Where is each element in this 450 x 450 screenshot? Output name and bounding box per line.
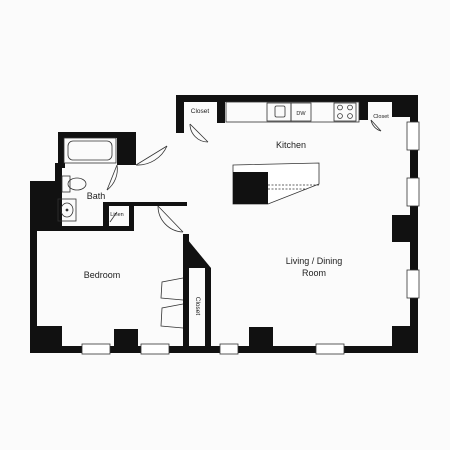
wall-linen-right [129, 202, 134, 231]
door-closet-bifold-lower [160, 303, 184, 329]
dishwasher [290, 102, 312, 122]
wall-bath-bedroom-divider [103, 202, 187, 206]
wall-bedroom-top [37, 226, 134, 231]
door-arc [157, 205, 184, 233]
window-bottom-2 [140, 343, 170, 355]
kitchen-counter [225, 101, 360, 123]
vanity [57, 198, 77, 222]
door-closet-bifold-upper [160, 277, 184, 301]
window-right-3 [406, 269, 420, 299]
door-arc [189, 123, 209, 143]
wall-bedroom-right [183, 234, 189, 346]
wall-bath-upper-left [58, 132, 64, 168]
right-closet-label: Closet [373, 114, 389, 120]
bedroom-label: Bedroom [84, 270, 121, 280]
wall-kitchen-closet-left [176, 95, 184, 133]
wall-bath-left [55, 163, 62, 231]
window-bottom-3 [219, 343, 239, 355]
linen-label: Linen [110, 212, 123, 218]
walls [30, 95, 418, 353]
burner-icon [347, 113, 353, 119]
sink-basin [274, 105, 286, 118]
stove [333, 102, 357, 122]
wall-bath-right-lower [103, 202, 109, 231]
door-arc [370, 119, 382, 132]
doors [106, 119, 382, 329]
column-bottom-1 [114, 329, 138, 353]
bath-label: Bath [87, 191, 106, 201]
bedroom-closet-label: Closet [194, 297, 201, 316]
column-right [392, 215, 418, 242]
kitchen-label: Kitchen [276, 140, 306, 150]
toilet-tank [61, 175, 71, 193]
wall-kitchen-closet-right [217, 95, 225, 123]
bathtub-inner [67, 140, 113, 161]
wall-top [176, 95, 417, 102]
kitchen-island [232, 162, 320, 205]
sink-bowl [60, 202, 74, 218]
column-bottom-2 [249, 327, 273, 353]
labels: Kitchen Bath Bedroom Living / Dining Roo… [84, 108, 390, 315]
windows [81, 121, 420, 355]
door-arc [135, 145, 168, 166]
dishwasher-label: DW [296, 111, 306, 117]
window-bottom-4 [315, 343, 345, 355]
burner-icon [347, 104, 353, 111]
island-column [233, 172, 268, 204]
wall-left [30, 181, 37, 353]
window-right-1 [406, 121, 420, 151]
burner-icon [337, 104, 343, 111]
wall-bath-right-block [117, 132, 136, 165]
door-bedroom [157, 205, 184, 233]
bath-fixtures [57, 137, 117, 222]
drain-icon [65, 208, 69, 212]
wall-right-closet-left [359, 95, 368, 120]
bathtub [63, 137, 117, 164]
burner-icon [337, 113, 343, 119]
living-dining-label: Living / Dining [286, 256, 343, 266]
door-kitchen-closet [189, 123, 209, 143]
toilet-bowl [67, 177, 87, 191]
wall-left-block [30, 181, 57, 231]
kitchen-closet-label: Closet [191, 108, 210, 115]
wall-bath-top [58, 132, 136, 138]
living-dining-label-room: Room [302, 268, 326, 278]
door-bath [106, 164, 118, 191]
window-bottom-1 [81, 343, 111, 355]
door-right-closet [370, 119, 382, 132]
wall-bedroom-closet-right [205, 268, 211, 346]
door-arc [106, 164, 118, 191]
window-right-2 [406, 177, 420, 207]
counter-top [225, 101, 360, 123]
wall-bedroom-diagonal [183, 234, 211, 268]
door-linen [109, 211, 118, 223]
door-entry [135, 145, 168, 166]
